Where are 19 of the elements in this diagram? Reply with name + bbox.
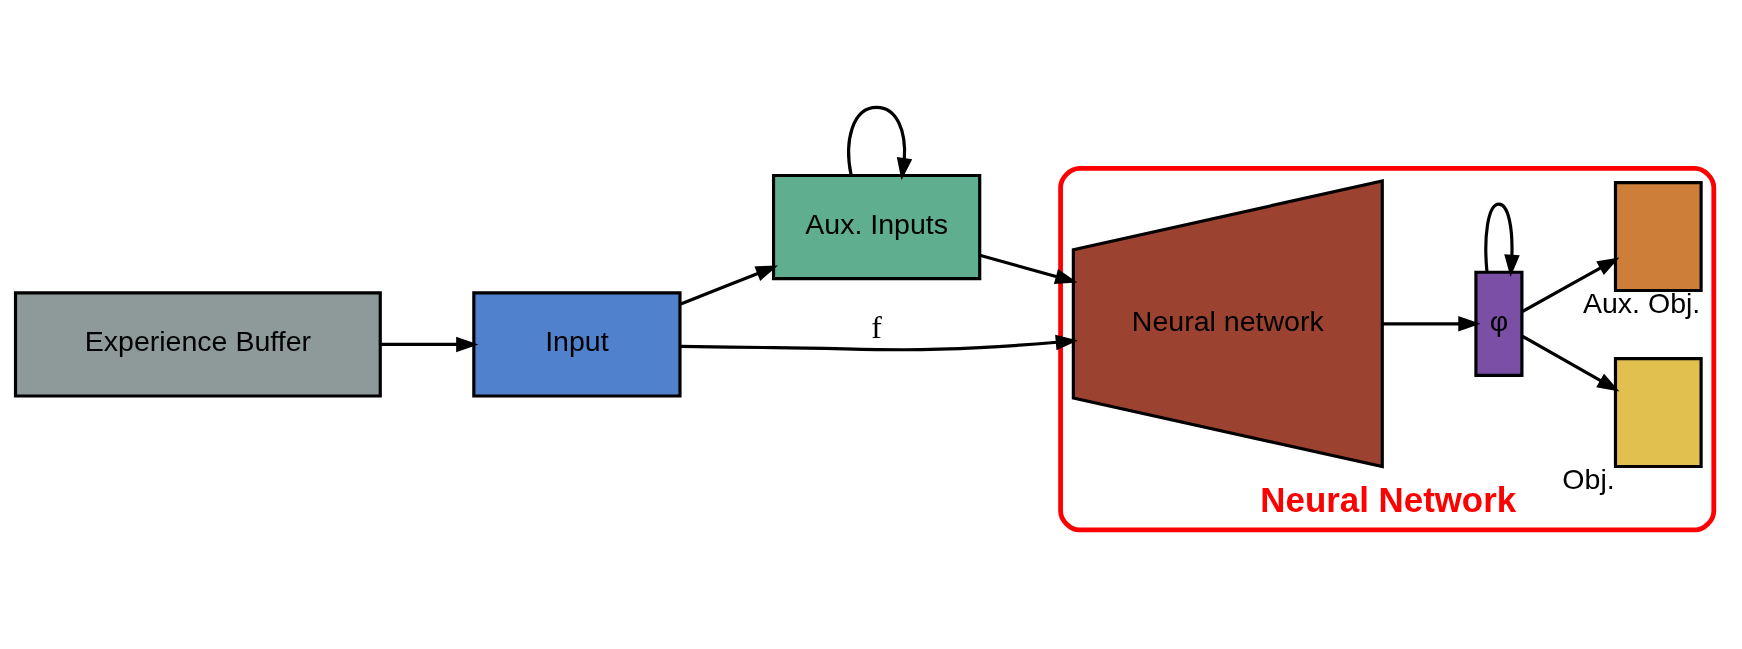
node-box [1613, 356, 1703, 468]
arrow [680, 334, 1078, 351]
node-box [1613, 180, 1703, 292]
arrow [1521, 256, 1620, 313]
node-box: Input [472, 290, 682, 398]
arrow [979, 253, 1078, 284]
arrow [380, 336, 479, 352]
node-box: φ [1474, 270, 1524, 377]
node-label: Obj. [1562, 462, 1615, 495]
node-box: Aux. Inputs [771, 173, 982, 280]
node-box: Experience Buffer [13, 290, 382, 398]
arrow [1484, 202, 1520, 277]
arrow [1382, 315, 1481, 332]
arrow [679, 264, 778, 306]
node-box: Neural network [1071, 178, 1384, 469]
node-label: Aux. Obj. [1582, 286, 1701, 319]
arrow [847, 105, 913, 180]
edge-label: f [871, 309, 882, 345]
arrow [1521, 334, 1620, 391]
